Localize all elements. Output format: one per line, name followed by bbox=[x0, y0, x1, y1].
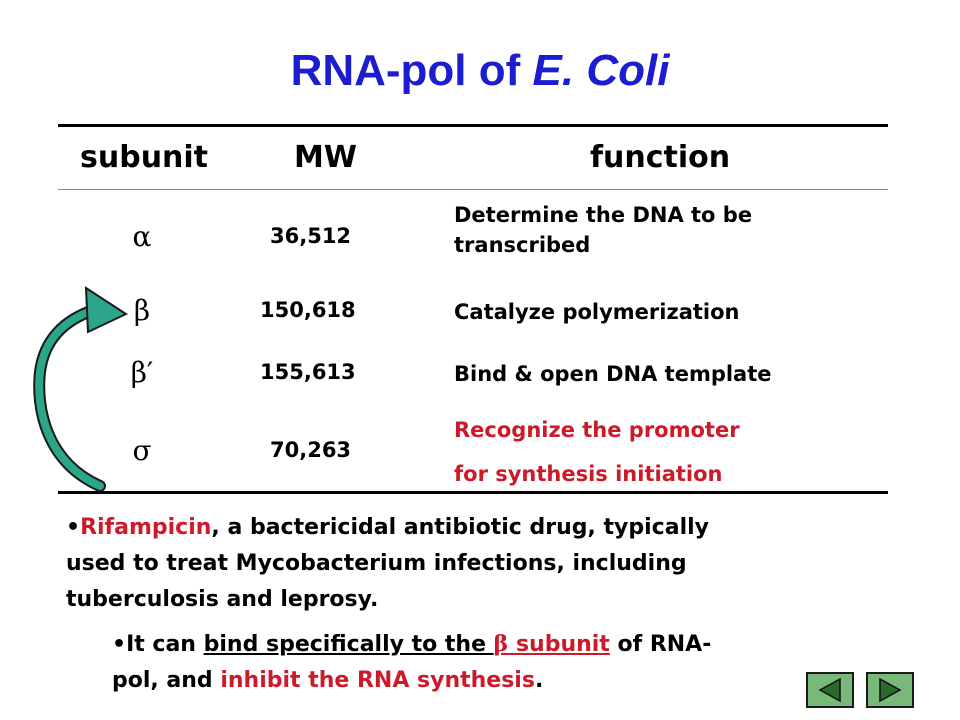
note1-drug: Rifampicin bbox=[80, 515, 212, 540]
note2-subunit: subunit bbox=[508, 632, 610, 657]
note1-bullet: • bbox=[66, 515, 81, 540]
page-title: RNA-pol of E. Coli bbox=[0, 46, 960, 96]
header-function: function bbox=[590, 140, 731, 175]
title-main: RNA-pol of bbox=[290, 46, 533, 95]
prev-slide-button[interactable] bbox=[806, 672, 854, 708]
next-slide-button[interactable] bbox=[866, 672, 914, 708]
triangle-left-icon bbox=[818, 677, 841, 703]
curved-arrow-icon bbox=[33, 286, 129, 492]
function-sigma-line2: for synthesis initiation bbox=[454, 462, 723, 486]
note2-beta-symbol: β bbox=[493, 631, 509, 657]
note2-part1: It can bbox=[126, 632, 204, 657]
subunit-sigma: σ bbox=[132, 434, 152, 467]
table-top-rule bbox=[58, 124, 888, 127]
subunit-beta-prime: β′ bbox=[130, 356, 154, 389]
function-alpha-line1: Determine the DNA to be bbox=[454, 203, 753, 227]
note2-beta: β subunit bbox=[493, 631, 610, 657]
note-rifampicin: •Rifampicin, a bactericidal antibiotic d… bbox=[66, 510, 709, 618]
note1-line1: •Rifampicin, a bactericidal antibiotic d… bbox=[66, 510, 709, 546]
title-italic: E. Coli bbox=[532, 46, 670, 95]
table-header-rule bbox=[58, 189, 888, 190]
note2-line2-start: pol, and bbox=[112, 668, 221, 693]
header-mw: MW bbox=[294, 140, 357, 175]
function-alpha: Determine the DNA to be transcribed bbox=[454, 200, 752, 260]
function-beta: Catalyze polymerization bbox=[454, 300, 740, 324]
function-sigma-line1: Recognize the promoter bbox=[454, 418, 740, 442]
function-sigma: Recognize the promoter for synthesis init… bbox=[454, 408, 740, 496]
note1-line3: tuberculosis and leprosy. bbox=[66, 587, 379, 612]
note2-line1: •It can bind specifically to the β subun… bbox=[112, 626, 711, 663]
mw-beta: 150,618 bbox=[260, 298, 356, 322]
note2-line2: pol, and inhibit the RNA synthesis. bbox=[112, 663, 711, 699]
subunit-alpha: α bbox=[132, 220, 152, 253]
note-binding: •It can bind specifically to the β subun… bbox=[112, 626, 711, 699]
table-bottom-rule bbox=[58, 491, 888, 494]
subunit-beta: β bbox=[133, 294, 151, 327]
note2-line2-end: . bbox=[534, 668, 544, 693]
mw-beta-prime: 155,613 bbox=[260, 360, 356, 384]
note2-bullet: • bbox=[112, 632, 127, 657]
triangle-right-icon bbox=[879, 677, 902, 703]
note1-line1-rest: , a bactericidal antibiotic drug, typica… bbox=[211, 515, 709, 540]
header-subunit: subunit bbox=[80, 140, 209, 175]
function-alpha-line2: transcribed bbox=[454, 233, 591, 257]
function-beta-prime: Bind & open DNA template bbox=[454, 362, 772, 386]
mw-sigma: 70,263 bbox=[270, 438, 352, 462]
note2-part2: of RNA- bbox=[609, 632, 712, 657]
note2-line2-red: inhibit the RNA synthesis bbox=[220, 668, 535, 693]
mw-alpha: 36,512 bbox=[270, 224, 352, 248]
note2-underline1: bind specifically to the bbox=[203, 632, 494, 657]
note1-line2: used to treat Mycobacterium infections, … bbox=[66, 551, 687, 576]
